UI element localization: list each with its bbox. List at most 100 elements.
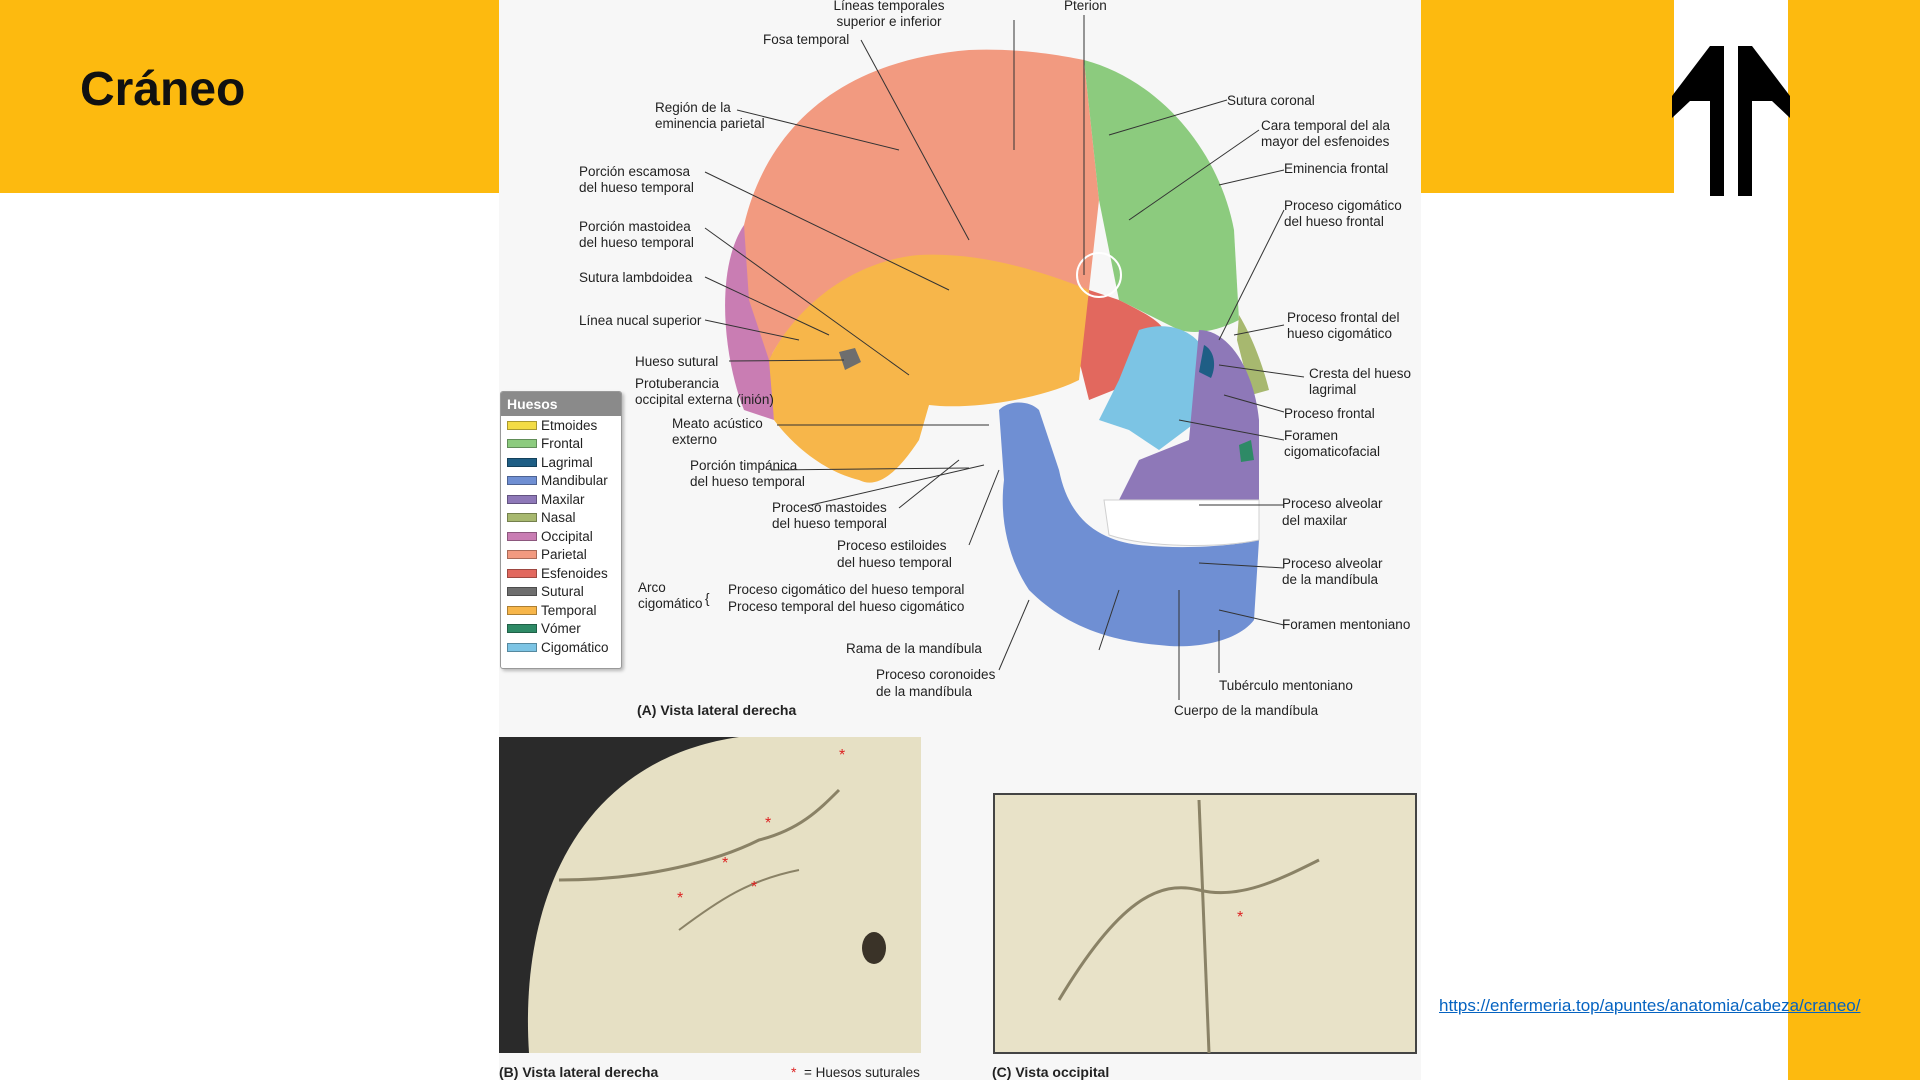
legend-swatch [507, 531, 537, 541]
label-arco-b: Proceso temporal del hueso cigomático [728, 599, 964, 614]
label-cigomatico-frontal-2: del hueso frontal [1284, 214, 1384, 229]
legend-label: Parietal [541, 547, 587, 563]
label-mastoidea-1: Porción mastoidea [579, 219, 691, 234]
label-proc-mastoides-1: Proceso mastoides [772, 500, 887, 515]
source-link[interactable]: https://enfermeria.top/apuntes/anatomia/… [1439, 996, 1861, 1015]
label-region-2: eminencia parietal [655, 116, 765, 131]
legend-swatch [507, 587, 537, 597]
label-foramen-2: cigomaticofacial [1284, 444, 1380, 459]
label-arco-2: cigomático [638, 596, 703, 611]
caption-c: (C) Vista occipital [992, 1064, 1109, 1080]
svg-text:*: * [1237, 909, 1243, 926]
label-fosa-temporal: Fosa temporal [763, 32, 849, 47]
label-region-1: Región de la [655, 100, 731, 115]
legend-swatch [507, 550, 537, 560]
legend-item: Temporal [501, 601, 621, 620]
label-sutural: Hueso sutural [635, 354, 718, 369]
legend-item: Vómer [501, 620, 621, 639]
svg-text:*: * [765, 815, 771, 832]
legend-swatch [507, 420, 537, 430]
legend-swatch [507, 494, 537, 504]
label-timpanica-2: del hueso temporal [690, 474, 805, 489]
label-cara-temporal-2: mayor del esfenoides [1261, 134, 1390, 149]
skull-illustration: Líneas temporales superior e inferior Pt… [499, 0, 1417, 1080]
skull-figure: Líneas temporales superior e inferior Pt… [499, 0, 1421, 1080]
label-cigomatico-frontal-1: Proceso cigomático [1284, 198, 1402, 213]
label-nucal: Línea nucal superior [579, 313, 702, 328]
label-lineas-temporales-2: superior e inferior [836, 14, 942, 29]
legend-label: Mandibular [541, 473, 608, 489]
label-proceso-frontal: Proceso frontal [1284, 406, 1375, 421]
label-protuberancia-2: occipital externa (inión) [635, 392, 774, 407]
label-foramen-1: Foramen [1284, 428, 1338, 443]
label-mentoniano: Foramen mentoniano [1282, 617, 1410, 632]
label-mastoidea-2: del hueso temporal [579, 235, 694, 250]
legend-swatch [507, 513, 537, 523]
mandible-bone [999, 402, 1259, 647]
photo-occipital: * [993, 793, 1417, 1054]
label-estiloides-1: Proceso estiloides [837, 538, 947, 553]
legend-item: Parietal [501, 546, 621, 565]
pterion-circle [1076, 252, 1122, 298]
svg-text:*: * [751, 879, 757, 896]
zygomatic-bone [1099, 326, 1209, 450]
label-alveolar-mand-1: Proceso alveolar [1282, 556, 1383, 571]
svg-text:*: * [722, 855, 728, 872]
label-protuberancia-1: Protuberancia [635, 376, 720, 391]
label-estiloides-2: del hueso temporal [837, 555, 952, 570]
label-coronoides-2: de la mandíbula [876, 684, 973, 699]
temporal-bone [769, 254, 1089, 483]
label-cara-temporal-1: Cara temporal del ala [1261, 118, 1391, 133]
legend-label: Temporal [541, 602, 597, 618]
label-arco-1: Arco [638, 580, 666, 595]
label-tuberculo: Tubérculo mentoniano [1219, 678, 1353, 693]
label-lineas-temporales-1: Líneas temporales [833, 0, 944, 13]
legend-label: Frontal [541, 436, 584, 452]
arco-brace: { [705, 591, 710, 606]
leader-lines [704, 15, 1305, 700]
nasal-bone [1237, 315, 1269, 395]
legend-label: Vómer [541, 621, 581, 637]
logo-band [1421, 0, 1674, 193]
right-accent-bar [1788, 0, 1920, 1080]
caption-a: (A) Vista lateral derecha [637, 702, 796, 718]
teeth [1103, 499, 1260, 546]
label-escamosa-1: Porción escamosa [579, 164, 691, 179]
label-meato-1: Meato acústico [672, 416, 763, 431]
legend-item: Esfenoides [501, 564, 621, 583]
caption-b: (B) Vista lateral derecha [499, 1064, 658, 1080]
legend-item: Nasal [501, 509, 621, 528]
label-pterion: Pterion [1064, 0, 1107, 13]
label-alveolar-max-2: del maxilar [1282, 513, 1348, 528]
label-rama: Rama de la mandíbula [846, 641, 982, 656]
label-lambdoidea: Sutura lambdoidea [579, 270, 693, 285]
label-meato-2: externo [672, 432, 717, 447]
label-arco-a: Proceso cigomático del hueso temporal [728, 582, 964, 597]
legend-swatch [507, 476, 537, 486]
sutural-bone [839, 348, 861, 370]
lacrimal-bone [1199, 345, 1215, 378]
legend-item: Cigomático [501, 638, 621, 657]
legend-swatch [507, 457, 537, 467]
legend-label: Maxilar [541, 491, 585, 507]
label-escamosa-2: del hueso temporal [579, 180, 694, 195]
label-alveolar-mand-2: de la mandíbula [1282, 572, 1379, 587]
legend-item: Frontal [501, 435, 621, 454]
slide-title: Cráneo [80, 63, 246, 116]
label-cuerpo: Cuerpo de la mandíbula [1174, 703, 1319, 718]
legend-label: Cigomático [541, 639, 609, 655]
label-eminencia-frontal: Eminencia frontal [1284, 161, 1388, 176]
legend-swatch [507, 439, 537, 449]
frontal-bone [1084, 60, 1239, 332]
legend-item: Sutural [501, 583, 621, 602]
photo-lateral: * * * * * [499, 737, 921, 1053]
legend-swatch [507, 642, 537, 652]
svg-text:*: * [677, 890, 683, 907]
label-timpanica-1: Porción timpánica [690, 458, 798, 473]
legend-label: Sutural [541, 584, 584, 600]
legend-label: Etmoides [541, 417, 598, 433]
legend-label: Esfenoides [541, 565, 608, 581]
legend-label: Lagrimal [541, 454, 593, 470]
caption-b-note: = Huesos suturales [804, 1065, 920, 1080]
